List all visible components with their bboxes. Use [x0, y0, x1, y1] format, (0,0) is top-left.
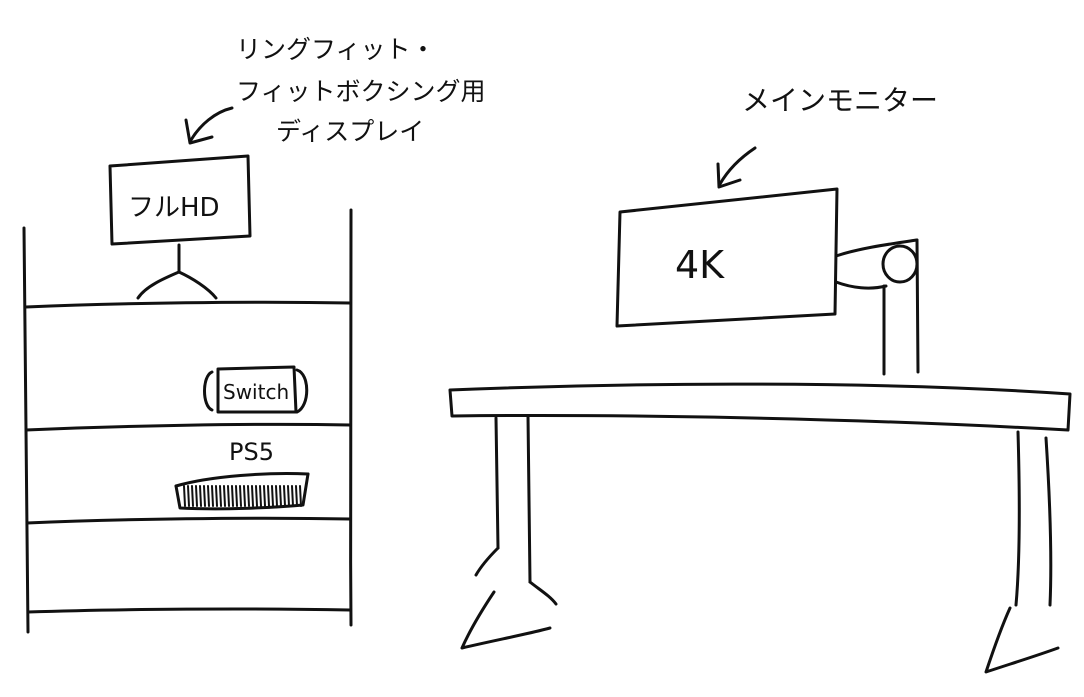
ps5-vent-stripe: [247, 485, 250, 507]
side-monitor: フルHD: [108, 154, 252, 300]
shelf-board-1: [24, 300, 352, 309]
ps5-vent-stripe: [255, 485, 258, 507]
shelf-left-side: [22, 226, 30, 634]
main-monitor-caption: メインモニター: [716, 84, 938, 189]
ps5-vent-stripe: [291, 485, 294, 507]
ps5-vent-stripe: [235, 485, 238, 507]
ps5-vent-stripe: [223, 485, 226, 507]
ps5-vent-stripe: [191, 485, 194, 507]
side-arrow-shaft: [189, 106, 234, 142]
caption-line-3: ディスプレイ: [276, 117, 424, 146]
ps5-vent-stripe: [207, 485, 210, 507]
ps5-vent-stripe: [211, 485, 214, 507]
shelf-right-side: [348, 208, 353, 627]
caption-line-1: リングフィット・: [236, 35, 436, 64]
switch-joycon-right: [295, 368, 309, 414]
ps5-vent-stripe: [215, 485, 218, 507]
left-leg-ankle: [474, 546, 500, 577]
side-monitor-label: フルHD: [128, 193, 220, 223]
ps5-top: [174, 472, 310, 488]
ps5-vent-stripe: [251, 485, 254, 507]
right-leg-outer: [1014, 430, 1021, 607]
switch-body: [216, 365, 298, 414]
right-foot: [984, 606, 1060, 674]
ps5-label: PS5: [229, 438, 274, 466]
ps5-vent-stripe: [239, 485, 242, 507]
monitor-arm: [834, 238, 920, 376]
ps5-vent-stripe: [275, 485, 278, 507]
main-arrow-shaft: [718, 146, 757, 186]
ps5-vent-stripe: [203, 485, 206, 507]
ps5-console: PS5: [174, 438, 310, 511]
side-monitor-foot-right: [177, 270, 218, 300]
switch-joycon-left: [203, 370, 214, 412]
main-caption-text: メインモニター: [742, 84, 938, 117]
left-leg-outer: [494, 416, 500, 550]
side-monitor-screen: [108, 154, 252, 246]
side-monitor-foot-left: [136, 270, 181, 300]
ps5-vent-stripe: [243, 485, 246, 507]
switch-console: Switch: [203, 365, 309, 414]
caption-line-2: フィットボクシング用: [236, 77, 486, 106]
main-monitor: 4K: [615, 187, 839, 328]
ps5-vent-stripe: [195, 485, 198, 507]
shelf-board-3: [25, 516, 352, 525]
arm-joint: [881, 244, 919, 284]
ps5-vent-stripe: [231, 485, 234, 507]
shelf-unit: [22, 208, 353, 634]
ps5-vent-stripe: [259, 485, 262, 507]
ps5-vent-stripe: [199, 485, 202, 507]
ps5-vent-stripe: [295, 485, 298, 507]
ps5-vent-stripe: [267, 485, 270, 507]
left-foot: [460, 590, 552, 650]
ps5-vent-stripe: [287, 485, 290, 507]
right-leg-inner: [1044, 436, 1053, 607]
ps5-vent-stripe: [299, 485, 302, 507]
ps5-vent-stripe: [219, 485, 222, 507]
shelf-board-bottom: [26, 607, 352, 614]
main-monitor-screen: [615, 187, 839, 328]
ps5-vent-stripe: [283, 485, 286, 507]
ps5-vent-stripe: [183, 485, 186, 507]
desk-top: [448, 382, 1072, 432]
desk: [448, 382, 1072, 674]
ps5-vents: [183, 485, 302, 507]
ps5-vent-stripe: [187, 485, 190, 507]
main-monitor-label: 4K: [675, 243, 725, 287]
ps5-vent-stripe: [271, 485, 274, 507]
side-display-caption: リングフィット・ フィットボクシング用 ディスプレイ: [184, 35, 486, 146]
ps5-vent-stripe: [263, 485, 266, 507]
arm-top: [834, 238, 919, 258]
left-leg-inner: [526, 414, 532, 584]
ps5-vent-stripe: [227, 485, 230, 507]
side-arrow-head: [184, 118, 214, 145]
shelf-board-2: [24, 422, 352, 432]
arm-bottom: [834, 280, 888, 290]
main-arrow-head: [716, 162, 742, 189]
left-foot-back: [528, 580, 558, 606]
switch-label: Switch: [223, 380, 289, 404]
ps5-vent-stripe: [279, 485, 282, 507]
